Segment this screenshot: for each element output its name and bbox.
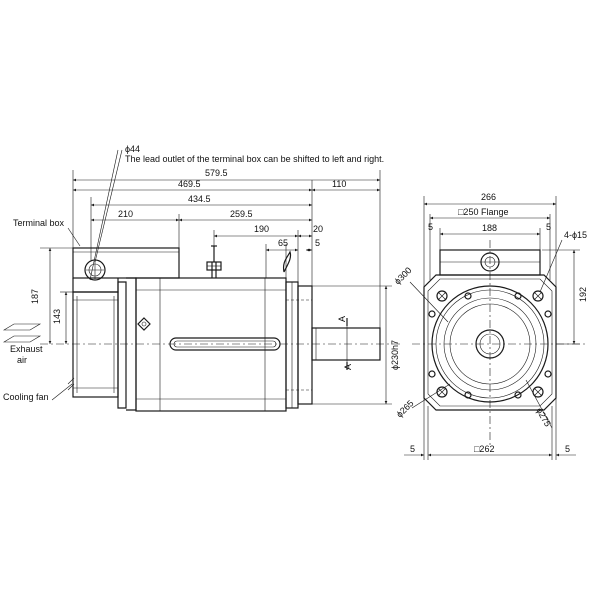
dim-266: 266 <box>481 192 496 202</box>
flange-spigot <box>297 285 313 405</box>
dim-192: 192 <box>578 287 588 302</box>
motor-body <box>135 277 287 412</box>
cooling-fan-label: Cooling fan <box>3 392 49 402</box>
dim-262: □262 <box>474 444 494 454</box>
front-view <box>412 240 585 445</box>
nameplate-slot <box>169 337 281 351</box>
dim-4-holes: 4-ϕ15 <box>564 230 587 240</box>
side-view: A A <box>40 245 400 412</box>
mounting-hole-icon <box>436 290 544 398</box>
exhaust-label: Exhaust <box>10 344 43 354</box>
dim-spigot-230h7: ϕ230h7 <box>390 340 400 370</box>
dim-188: 188 <box>482 223 497 233</box>
dim-579-5: 579.5 <box>205 168 228 178</box>
dim-5-side: 5 <box>315 238 320 248</box>
dim-5-bottom-left: 5 <box>410 444 415 454</box>
dim-phi300: ϕ300 <box>392 265 413 286</box>
dim-20: 20 <box>313 224 323 234</box>
lead-outlet-note: The lead outlet of the terminal box can … <box>125 154 384 164</box>
dim-190: 190 <box>254 224 269 234</box>
dim-5-bottom-right: 5 <box>565 444 570 454</box>
section-mark-bottom: A <box>343 364 353 370</box>
phi44-label: ϕ44 <box>125 144 140 154</box>
ground-terminal-icon <box>137 317 151 331</box>
exhaust-air-label: air <box>17 355 27 365</box>
dim-259-5: 259.5 <box>230 209 253 219</box>
terminal-box <box>72 247 180 279</box>
terminal-box-label: Terminal box <box>13 218 65 228</box>
section-mark-top: A <box>337 316 347 322</box>
front-housing <box>423 274 557 411</box>
rear-flange <box>117 281 127 409</box>
dim-5-front-right: 5 <box>546 222 551 232</box>
front-terminal-box <box>439 249 541 276</box>
dim-434-5: 434.5 <box>188 194 211 204</box>
rotation-arrow-icon <box>282 250 292 273</box>
eyebolt-icon <box>206 245 222 278</box>
dim-110: 110 <box>332 179 346 189</box>
dim-210: 210 <box>118 209 133 219</box>
lead-outlet-circle <box>84 259 106 281</box>
dim-187: 187 <box>30 289 40 304</box>
front-eyebolt-icon <box>480 252 500 272</box>
side-view-labels: Terminal box Exhaust air Cooling fan <box>2 218 81 402</box>
dim-phi265: ϕ265 <box>394 398 415 419</box>
dim-143: 143 <box>52 309 62 324</box>
dim-469-5: 469.5 <box>178 179 201 189</box>
cooling-fan-housing <box>72 291 119 398</box>
exhaust-arrow-icon <box>2 323 42 331</box>
dim-65: 65 <box>278 238 288 248</box>
flange-circle-outer <box>431 285 549 403</box>
shaft-end <box>475 329 505 359</box>
dim-250-flange: □250 Flange <box>458 207 508 217</box>
shaft <box>311 327 381 361</box>
side-view-dimensions: 579.5 469.5 110 434.5 210 259.5 190 20 6… <box>30 144 400 405</box>
dim-5-front-left: 5 <box>428 222 433 232</box>
